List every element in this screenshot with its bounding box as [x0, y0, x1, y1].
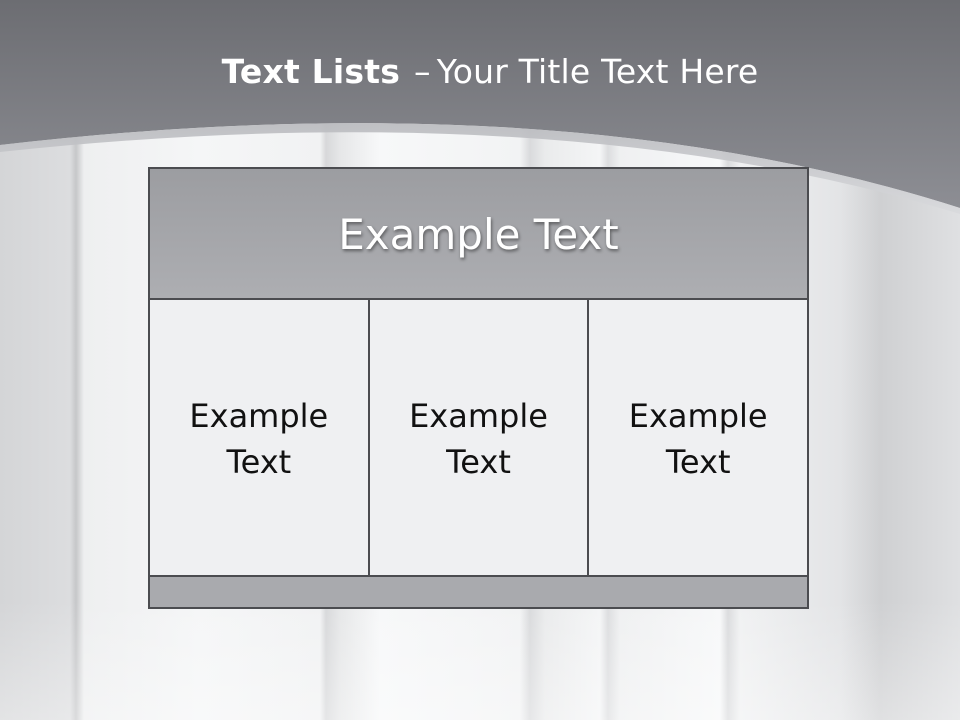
board-cell-3: Example Text: [587, 300, 808, 575]
board-cell-1: Example Text: [150, 300, 368, 575]
board-footer-bar: [150, 577, 807, 607]
title-dash: –: [414, 52, 431, 91]
board-cells: Example Text Example Text Example Text: [150, 300, 808, 577]
title-rest: Your Title Text Here: [436, 52, 759, 91]
slide-title: Text Lists–Your Title Text Here: [0, 52, 960, 91]
background-fade: [0, 600, 960, 720]
title-bold: Text Lists: [221, 52, 401, 91]
board-cell-2: Example Text: [367, 300, 588, 575]
cell-text: Example Text: [189, 396, 329, 481]
text-list-board: Example Text Example Text Example Text E…: [148, 167, 809, 609]
cell-text: Example Text: [628, 396, 768, 481]
cell-text: Example Text: [409, 396, 548, 481]
board-header-text: Example Text: [338, 210, 619, 259]
board-header: Example Text: [150, 169, 807, 300]
